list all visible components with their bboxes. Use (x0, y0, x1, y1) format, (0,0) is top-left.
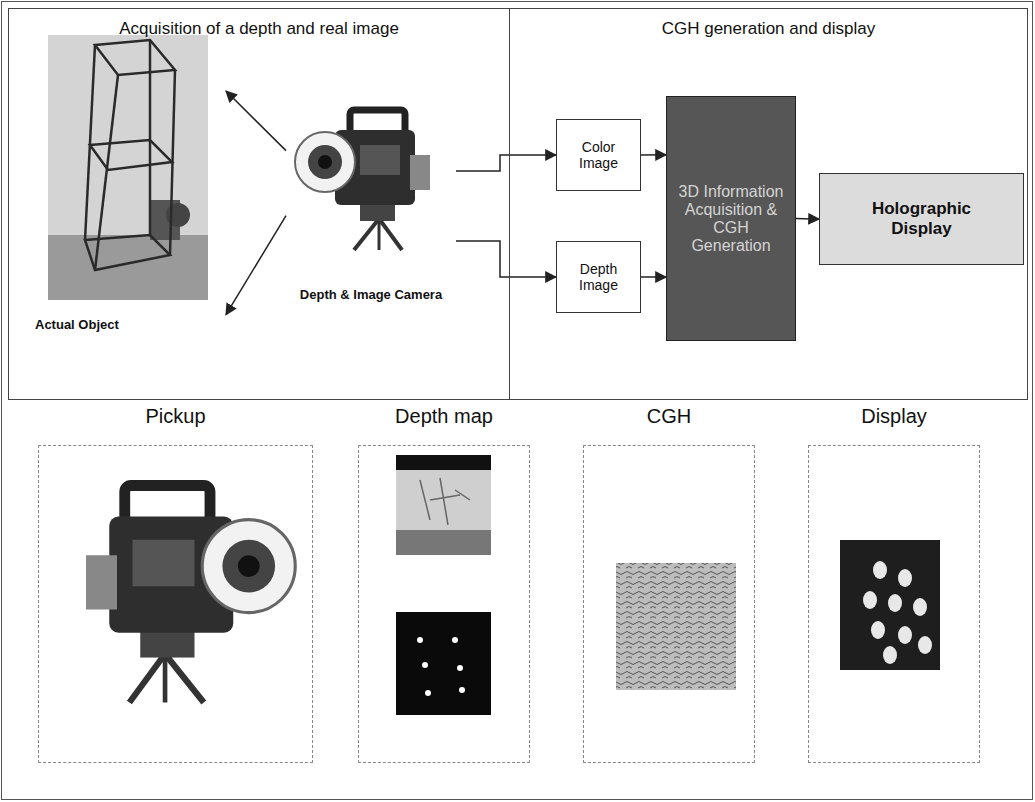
panel-box: Acquisition of a depth and real imageAct… (8, 8, 510, 400)
flow-arrow (226, 216, 286, 315)
hologram-pattern (616, 563, 736, 690)
node-label: Holographic Display (862, 199, 982, 239)
display-photo (840, 540, 940, 670)
camera-node: Depth & Image Camera (286, 96, 456, 306)
section-heading: Pickup (38, 405, 313, 428)
object-photo (48, 35, 208, 300)
depth-image (396, 612, 491, 715)
output-box: Holographic Display (819, 173, 1024, 265)
flow-arrow (796, 218, 819, 220)
process-box: 3D Information Acquisition & CGH Generat… (666, 96, 796, 341)
node-label: Depth Image (563, 261, 634, 293)
sample-box: Pickup (38, 405, 313, 763)
section-heading: CGH generation and display (510, 19, 1027, 39)
flow-arrow (226, 91, 286, 151)
sample-box: CGH (583, 405, 755, 763)
node-label: 3D Information Acquisition & CGH Generat… (673, 183, 789, 255)
node-label: Actual Object (35, 317, 222, 332)
process-box: Color Image (556, 119, 641, 191)
object-node: Actual Object (31, 31, 226, 336)
camera-picture (86, 486, 295, 703)
sample-box: Depth map (358, 405, 530, 763)
camera-picture (295, 110, 430, 250)
flow-arrow (641, 276, 666, 278)
dashed-frame (808, 445, 980, 763)
node-label: Depth & Image Camera (290, 287, 452, 302)
node-label: Color Image (563, 139, 634, 171)
section-heading: Acquisition of a depth and real image (9, 19, 509, 39)
section-heading: Display (808, 405, 980, 428)
panel-box: CGH generation and displayColor ImageDep… (509, 8, 1028, 400)
dashed-frame (38, 445, 313, 763)
flow-arrow (456, 155, 556, 171)
color-photo (396, 455, 491, 555)
dashed-frame (358, 445, 530, 763)
section-heading: CGH (583, 405, 755, 428)
sample-box: Display (808, 405, 980, 763)
flow-arrow (641, 154, 666, 156)
section-heading: Depth map (358, 405, 530, 428)
dashed-frame (583, 445, 755, 763)
flow-arrow (456, 241, 556, 277)
process-box: Depth Image (556, 241, 641, 313)
